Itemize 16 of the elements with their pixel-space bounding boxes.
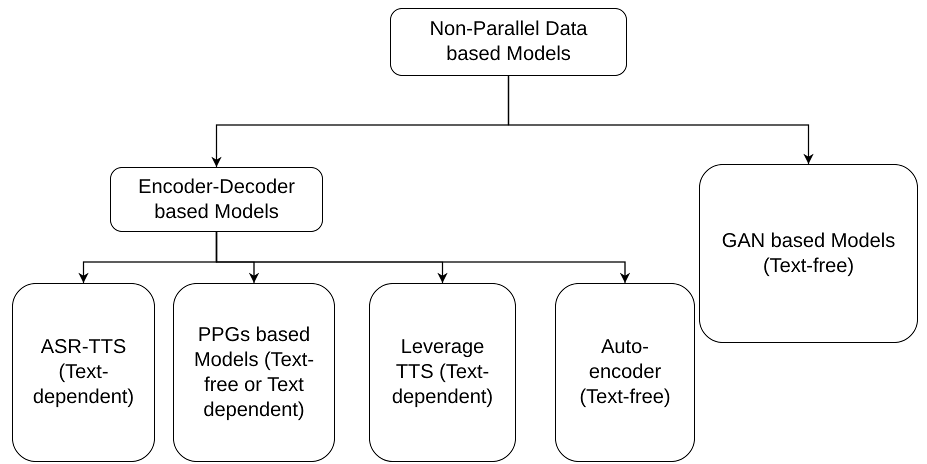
node-label: Leverage TTS (Text-dependent) bbox=[390, 335, 494, 410]
node-label: GAN based Models (Text-free) bbox=[720, 228, 896, 278]
node-label: Non-Parallel Data based Models bbox=[428, 17, 588, 67]
rounded-box bbox=[12, 283, 155, 462]
node-label: PPGs based Models (Text-free or Text dependent) bbox=[192, 322, 316, 422]
connector-arrow bbox=[216, 232, 630, 283]
node-label: ASR-TTS (Text-dependent) bbox=[32, 335, 136, 410]
rounded-box bbox=[555, 283, 695, 462]
rounded-box bbox=[699, 164, 918, 343]
node-label: Encoder-Decoder based Models bbox=[137, 174, 296, 224]
connector-arrow bbox=[508, 76, 814, 164]
rounded-box bbox=[369, 283, 516, 462]
rounded-box bbox=[390, 8, 627, 76]
rounded-box bbox=[173, 283, 335, 462]
node-label: Auto-encoder (Text-free) bbox=[578, 335, 672, 410]
rounded-box bbox=[110, 167, 323, 232]
